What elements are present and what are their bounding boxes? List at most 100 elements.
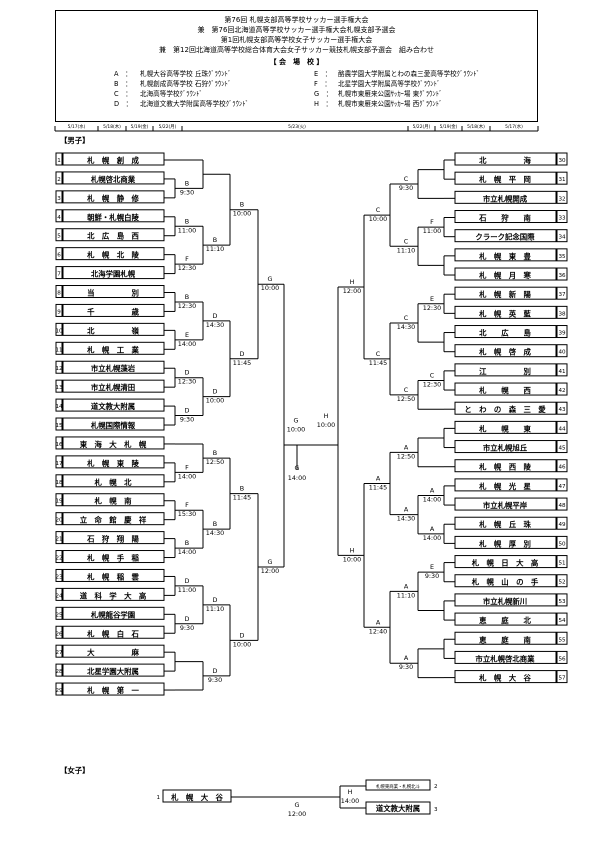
- team-number: 25: [55, 612, 63, 618]
- team-number-box: [55, 568, 63, 582]
- team-name-box: [62, 625, 165, 639]
- date-label-right: 5/18(木): [467, 123, 485, 130]
- match-venue-code: C: [404, 314, 409, 322]
- team-name: 札 幌 大 谷: [170, 793, 223, 802]
- team-number-box: [556, 574, 568, 588]
- team-name: 北海学園札幌: [91, 270, 136, 279]
- match-venue-code: F: [185, 255, 189, 263]
- match-venue-code: D: [213, 667, 218, 675]
- date-label-right: 5/19(金): [440, 123, 458, 130]
- venue-name-b: 札幌創成高等学校 石狩ｸﾞﾗｳﾝﾄﾞ: [140, 80, 232, 88]
- team-name: 札 幌 稲 雲: [86, 572, 139, 581]
- team-name: 札 幌 日 大 高: [471, 559, 539, 568]
- team-number-box: [556, 267, 568, 281]
- team-name-box: [454, 459, 557, 473]
- match-time: 12:30: [178, 264, 196, 272]
- team-name-box: [454, 305, 557, 319]
- match-venue-code: F: [430, 218, 434, 226]
- team-name-box: [62, 493, 165, 507]
- team-number: 47: [558, 484, 566, 490]
- team-name: 市立札幌平岸: [483, 501, 528, 510]
- team-name: 石 狩 南: [478, 214, 531, 223]
- match-time: 11:45: [233, 359, 251, 367]
- team-number-box: [556, 344, 568, 358]
- match-venue-code: F: [185, 501, 189, 509]
- team-name-box: [454, 363, 557, 377]
- team-number-box: [556, 516, 568, 530]
- team-number: 32: [558, 196, 565, 202]
- header-title-4: 兼 第12回北海道高等学校総合体育大会女子サッカー競技札幌支部予選会 組み合わせ: [159, 46, 434, 54]
- match-venue-code: D: [213, 596, 218, 604]
- team-name-box: [62, 360, 165, 374]
- team-number-box: [55, 360, 63, 374]
- team-name: 札 幌 大 谷: [478, 674, 531, 683]
- team-number-box: [55, 493, 63, 507]
- venue-name-f: 北星学園大学附属高等学校ｸﾞﾗｳﾝﾄﾞ: [338, 80, 441, 88]
- team-name-box: [62, 474, 165, 488]
- team-name-box: [454, 401, 557, 415]
- match-venue-code: A: [430, 486, 435, 494]
- match-time: 9:30: [180, 416, 194, 424]
- match-time: 14:00: [341, 797, 359, 805]
- team-name-box: [454, 478, 557, 492]
- team-number: 17: [55, 461, 63, 467]
- team-number: 51: [558, 561, 566, 567]
- match-time: 14:00: [178, 472, 196, 480]
- team-name-box: [62, 587, 165, 601]
- team-name: 札 幌 東: [478, 424, 531, 433]
- header-title-1: 第76回 札幌支部高等学校サッカー選手権大会: [224, 16, 369, 24]
- team-number: 38: [558, 311, 566, 317]
- match-venue-code: G: [268, 275, 273, 283]
- team-name-box: [62, 285, 165, 299]
- team-name: 札 幌 東 豊: [478, 252, 531, 261]
- team-number-box: [55, 512, 63, 526]
- team-name-box: [62, 266, 165, 280]
- team-name: 朝鮮・札幌白陵: [87, 213, 139, 222]
- team-number: 2: [57, 177, 61, 183]
- date-label-right: 5/22(月): [413, 124, 431, 130]
- team-number: 3: [57, 196, 61, 202]
- team-number: 14: [55, 404, 63, 410]
- header-title-2: 兼 第76回北海道高等学校サッカー選手権大会札幌支部予選会: [197, 26, 396, 34]
- team-number: 26: [55, 631, 63, 637]
- match-venue-code: A: [376, 474, 381, 482]
- match-venue-code: H: [350, 278, 355, 286]
- match-time: 12:50: [397, 452, 415, 460]
- match-venue-code: C: [376, 206, 381, 214]
- team-name-box: [162, 789, 232, 803]
- match-venue-code: D: [185, 369, 190, 377]
- match-venue-code: D: [185, 407, 190, 415]
- team-number: 3: [434, 807, 438, 813]
- team-number: 27: [55, 650, 63, 656]
- team-name-box: [454, 190, 557, 204]
- team-number-box: [55, 625, 63, 639]
- team-number-box: [55, 209, 63, 223]
- match-venue-code: B: [213, 520, 217, 528]
- tournament-header: 第76回 札幌支部高等学校サッカー選手権大会 兼 第76回北海道高等学校サッカー…: [55, 10, 538, 122]
- team-number: 23: [55, 574, 63, 580]
- team-number-box: [556, 631, 568, 645]
- team-number: 16: [55, 442, 63, 448]
- team-number-box: [556, 401, 568, 415]
- team-name-box: [62, 398, 165, 412]
- team-name-box: [454, 555, 557, 569]
- team-number: 12: [55, 366, 62, 372]
- team-name: 札 幌 山 の 手: [471, 578, 539, 587]
- match-time: 11:00: [178, 586, 196, 594]
- team-number-box: [55, 322, 63, 336]
- match-time: 9:30: [208, 676, 222, 684]
- team-name-box: [62, 152, 165, 166]
- team-number-box: [556, 612, 568, 626]
- team-number-box: [556, 286, 568, 300]
- team-name-box: [454, 535, 557, 549]
- team-name-box: [454, 267, 557, 281]
- team-number-box: [55, 550, 63, 564]
- team-name-box: [454, 440, 557, 454]
- team-number: 2: [434, 784, 438, 790]
- match-time: 14:30: [397, 323, 415, 331]
- match-time: 10:00: [343, 555, 361, 563]
- team-number-box: [55, 436, 63, 450]
- match-venue-code: E: [430, 563, 434, 571]
- match-time: 12:30: [178, 302, 196, 310]
- team-name-box: [62, 455, 165, 469]
